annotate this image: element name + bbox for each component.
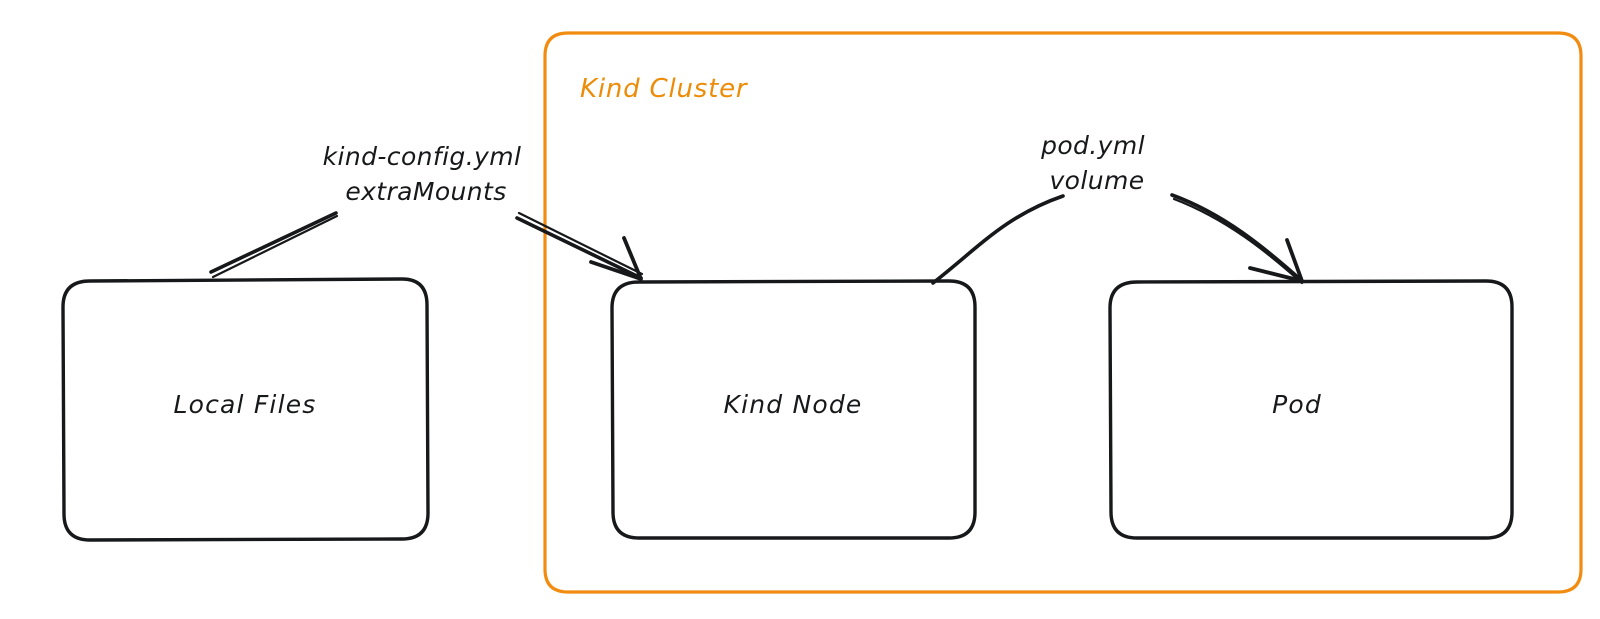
node-kind-node-shape: [610, 279, 977, 540]
cluster-boundary-shape: [543, 31, 1583, 594]
cluster-kind-cluster[interactable]: Kind Cluster: [543, 31, 1583, 594]
edge1-right-leg: [515, 216, 643, 280]
edge2-rising-curve: [931, 194, 1065, 285]
edge2-label-line1: pod.yml: [1040, 131, 1145, 160]
edge2-arrow-head: [1248, 238, 1304, 283]
node-pod[interactable]: Pod: [1108, 279, 1514, 540]
edge1-left-leg: [209, 211, 338, 274]
node-local-files[interactable]: Local Files: [61, 277, 430, 542]
edge1-label-line1: kind-config.yml: [323, 142, 522, 171]
edge2-label-line2: volume: [1049, 166, 1144, 195]
edge1-left-leg-echo: [211, 214, 339, 279]
node-kind-node[interactable]: Kind Node: [610, 279, 977, 540]
edge-local-files-to-kind-node[interactable]: kind-config.yml extraMounts: [209, 142, 644, 281]
node-local-files-label: Local Files: [173, 390, 316, 419]
node-kind-node-label: Kind Node: [723, 390, 862, 419]
edge1-label-line2: extraMounts: [345, 177, 506, 206]
edge2-descending-curve-echo: [1172, 197, 1304, 285]
edge-kind-node-to-pod[interactable]: pod.yml volume: [931, 131, 1304, 285]
node-pod-shape: [1108, 279, 1514, 540]
edge1-arrow-head: [589, 236, 643, 281]
cluster-label: Kind Cluster: [580, 74, 749, 104]
edge1-right-leg-echo: [517, 211, 644, 276]
node-pod-label: Pod: [1272, 390, 1322, 419]
edge2-descending-curve: [1170, 193, 1303, 282]
node-local-files-shape: [61, 277, 430, 542]
